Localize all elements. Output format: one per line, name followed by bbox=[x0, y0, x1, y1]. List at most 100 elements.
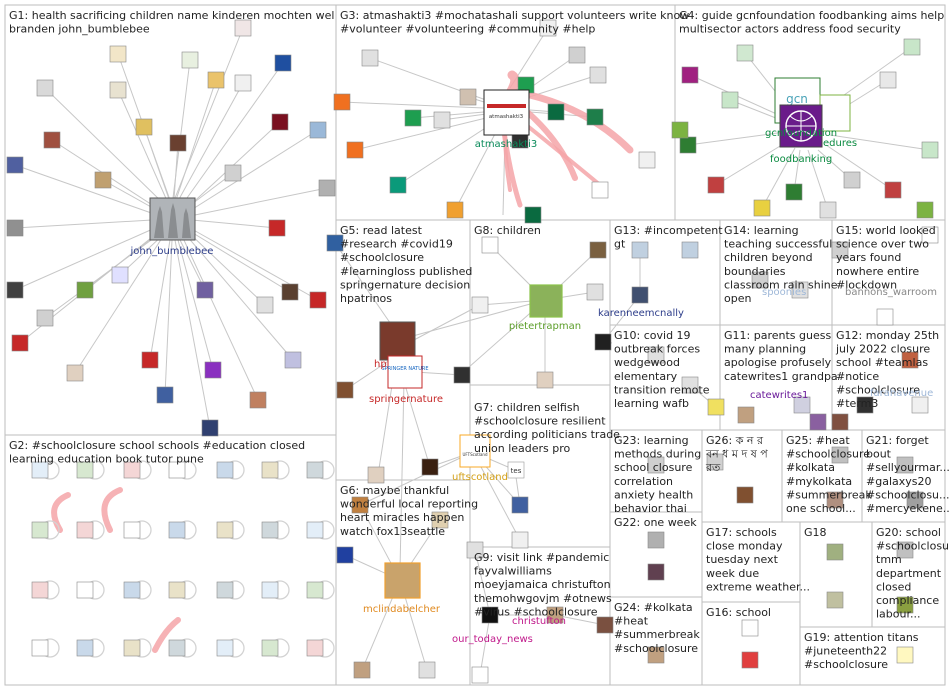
avatar-node[interactable] bbox=[224, 164, 242, 182]
avatar-node[interactable] bbox=[736, 44, 754, 62]
avatar-node[interactable] bbox=[353, 661, 371, 679]
avatar-node[interactable] bbox=[511, 531, 529, 549]
avatar-node[interactable] bbox=[168, 461, 186, 479]
avatar-node[interactable] bbox=[819, 201, 837, 219]
avatar-node[interactable] bbox=[594, 333, 612, 351]
avatar-node[interactable] bbox=[879, 71, 897, 89]
avatar-node[interactable] bbox=[589, 66, 607, 84]
avatar-node[interactable] bbox=[256, 296, 274, 314]
avatar-node[interactable] bbox=[249, 391, 267, 409]
avatar-node[interactable] bbox=[123, 639, 141, 657]
avatar-node[interactable] bbox=[309, 291, 327, 309]
avatar-node[interactable] bbox=[76, 581, 94, 599]
avatar-node[interactable] bbox=[596, 616, 614, 634]
avatar-node[interactable] bbox=[826, 491, 844, 509]
avatar-node[interactable] bbox=[389, 176, 407, 194]
avatar-node[interactable] bbox=[547, 103, 565, 121]
avatar-node[interactable] bbox=[109, 45, 127, 63]
avatar-node[interactable] bbox=[333, 93, 351, 111]
avatar-node[interactable] bbox=[459, 88, 477, 106]
avatar-node[interactable] bbox=[234, 19, 252, 37]
avatar-node[interactable] bbox=[306, 581, 324, 599]
avatar-node[interactable] bbox=[911, 396, 929, 414]
avatar-node[interactable] bbox=[271, 113, 289, 131]
avatar-node[interactable] bbox=[336, 546, 354, 564]
avatar-node[interactable] bbox=[741, 619, 759, 637]
avatar-node[interactable] bbox=[168, 639, 186, 657]
avatar-node[interactable] bbox=[681, 376, 699, 394]
avatar-node[interactable] bbox=[647, 531, 665, 549]
avatar-node[interactable] bbox=[647, 646, 665, 664]
avatar-node[interactable] bbox=[586, 108, 604, 126]
avatar-node[interactable] bbox=[261, 521, 279, 539]
avatar-node[interactable] bbox=[196, 281, 214, 299]
avatar-node[interactable] bbox=[591, 181, 609, 199]
uftscotland-node[interactable] bbox=[459, 434, 491, 468]
avatar-node[interactable] bbox=[11, 334, 29, 352]
avatar-node[interactable] bbox=[631, 241, 649, 259]
springernature-node[interactable] bbox=[387, 355, 423, 389]
avatar-node[interactable] bbox=[433, 111, 451, 129]
avatar-node[interactable] bbox=[36, 309, 54, 327]
avatar-node[interactable] bbox=[831, 446, 849, 464]
avatar-node[interactable] bbox=[546, 606, 564, 624]
avatar-node[interactable] bbox=[785, 183, 803, 201]
avatar-node[interactable] bbox=[809, 413, 827, 431]
avatar-node[interactable] bbox=[418, 661, 436, 679]
avatar-node[interactable] bbox=[901, 351, 919, 369]
avatar-node[interactable] bbox=[707, 398, 725, 416]
avatar-node[interactable] bbox=[156, 386, 174, 404]
avatar-node[interactable] bbox=[76, 521, 94, 539]
avatar-node[interactable] bbox=[856, 396, 874, 414]
avatar-node[interactable] bbox=[647, 456, 665, 474]
avatar-node[interactable] bbox=[737, 406, 755, 424]
avatar-node[interactable] bbox=[306, 521, 324, 539]
avatar-node[interactable] bbox=[109, 81, 127, 99]
avatar-node[interactable] bbox=[346, 141, 364, 159]
avatar-node[interactable] bbox=[309, 121, 327, 139]
avatar-node[interactable] bbox=[903, 38, 921, 56]
avatar-node[interactable] bbox=[896, 456, 914, 474]
avatar-node[interactable] bbox=[6, 219, 24, 237]
avatar-node[interactable] bbox=[169, 134, 187, 152]
avatar-node[interactable] bbox=[43, 131, 61, 149]
avatar-node[interactable] bbox=[586, 283, 604, 301]
avatar-node[interactable] bbox=[471, 296, 489, 314]
avatar-node[interactable] bbox=[168, 581, 186, 599]
pietertrapman-node[interactable] bbox=[529, 284, 563, 318]
edures-node[interactable] bbox=[819, 94, 851, 132]
avatar-node[interactable] bbox=[826, 591, 844, 609]
avatar-node[interactable] bbox=[896, 596, 914, 614]
avatar-node[interactable] bbox=[793, 396, 811, 414]
avatar-node[interactable] bbox=[638, 151, 656, 169]
avatar-node[interactable] bbox=[589, 241, 607, 259]
avatar-node[interactable] bbox=[31, 521, 49, 539]
avatar-node[interactable] bbox=[647, 346, 665, 364]
avatar-node[interactable] bbox=[896, 541, 914, 559]
avatar-node[interactable] bbox=[421, 458, 439, 476]
avatar-node[interactable] bbox=[647, 563, 665, 581]
avatar-node[interactable] bbox=[281, 283, 299, 301]
avatar-node[interactable] bbox=[916, 201, 934, 219]
avatar-node[interactable] bbox=[568, 46, 586, 64]
avatar-node[interactable] bbox=[446, 201, 464, 219]
avatar-node[interactable] bbox=[453, 366, 471, 384]
avatar-node[interactable] bbox=[831, 241, 849, 259]
avatar-node[interactable] bbox=[706, 453, 724, 471]
avatar-node[interactable] bbox=[31, 639, 49, 657]
avatar-node[interactable] bbox=[896, 646, 914, 664]
avatar-node[interactable] bbox=[36, 79, 54, 97]
avatar-node[interactable] bbox=[679, 136, 697, 154]
avatar-node[interactable] bbox=[751, 271, 769, 289]
avatar-node[interactable] bbox=[671, 121, 689, 139]
atmashakti3-node[interactable] bbox=[483, 89, 530, 136]
mclindabelcher-node[interactable] bbox=[384, 562, 421, 599]
avatar-node[interactable] bbox=[466, 541, 484, 559]
avatar-node[interactable] bbox=[261, 581, 279, 599]
avatar-node[interactable] bbox=[361, 49, 379, 67]
avatar-node[interactable] bbox=[318, 179, 336, 197]
avatar-node[interactable] bbox=[367, 466, 385, 484]
avatar-node[interactable] bbox=[284, 351, 302, 369]
avatar-node[interactable] bbox=[141, 351, 159, 369]
avatar-node[interactable] bbox=[539, 19, 557, 37]
